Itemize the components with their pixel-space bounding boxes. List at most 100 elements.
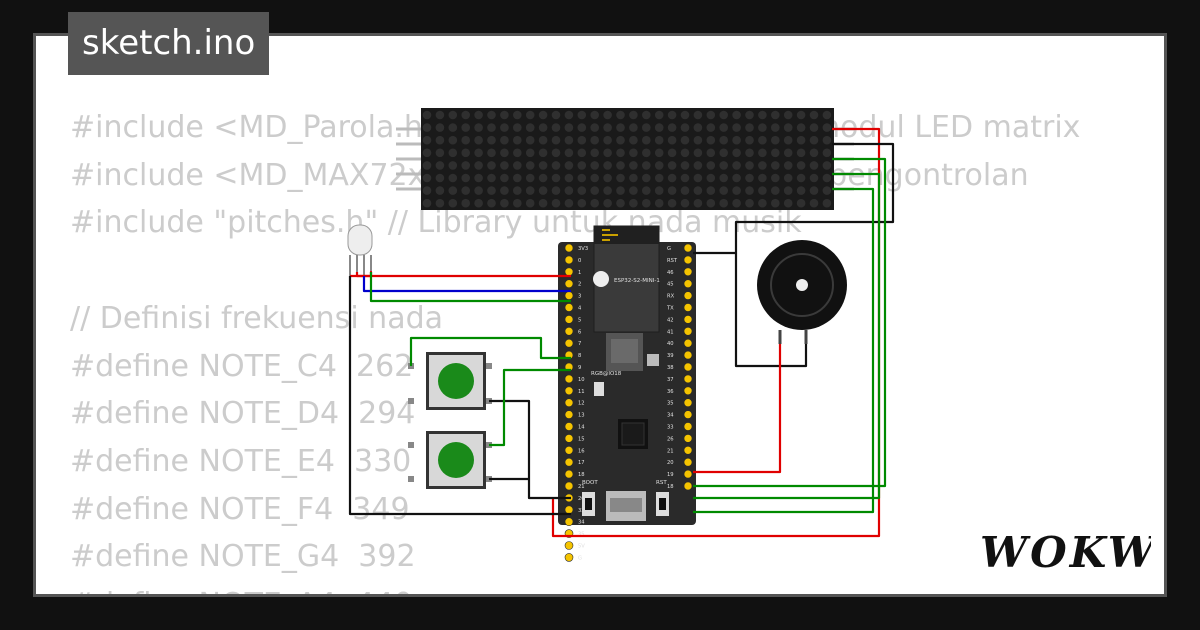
board-pin[interactable] xyxy=(564,303,574,312)
board-pin[interactable] xyxy=(683,279,693,288)
board-pin[interactable] xyxy=(564,386,574,396)
board-pin-label: 33 xyxy=(578,508,585,514)
code-line: #include "pitches.h" // Library untuk na… xyxy=(70,205,802,241)
code-line: #define NOTE_A4 440 xyxy=(70,581,1080,594)
board-pin[interactable] xyxy=(683,386,693,396)
board-pin[interactable] xyxy=(683,445,693,455)
board-pin[interactable] xyxy=(683,350,693,360)
board-pin[interactable] xyxy=(683,469,693,479)
board-pin[interactable] xyxy=(564,457,574,467)
rgb-led[interactable] xyxy=(347,224,373,276)
board-pin-label: 20 xyxy=(667,460,674,466)
board-pin[interactable] xyxy=(683,255,693,265)
wire-buzzer-signal xyxy=(693,344,782,474)
board-pin[interactable] xyxy=(564,553,574,562)
board-pin[interactable] xyxy=(564,267,574,277)
circuit-diagram: ESP32-S2-MINI-1 RGB@IO18 BOOT RST 3V3012… xyxy=(347,108,895,562)
board-pin-label: 10 xyxy=(578,377,585,383)
board-pin-label: 19 xyxy=(667,472,674,478)
board-pin-label: 34 xyxy=(667,413,674,419)
board-pin[interactable] xyxy=(564,338,574,348)
board-pin[interactable] xyxy=(564,326,574,336)
esp32-s2-board[interactable]: ESP32-S2-MINI-1 RGB@IO18 BOOT RST 3V3012… xyxy=(558,225,696,562)
board-pin[interactable] xyxy=(564,374,574,384)
board-pin-label: 0 xyxy=(578,258,581,264)
board-pin-label: 9 xyxy=(578,365,581,371)
wire-matrix-cs xyxy=(693,172,881,500)
board-pin-label: 21 xyxy=(578,484,585,490)
wire-led-b xyxy=(369,272,571,303)
code-line: #define NOTE_E4 330 xyxy=(70,443,412,479)
boot-button-label: BOOT xyxy=(582,480,598,486)
board-pin-label: 4 xyxy=(578,306,582,312)
board-pin-label: 42 xyxy=(667,317,674,323)
board-pin[interactable] xyxy=(683,267,693,277)
board-pin[interactable] xyxy=(683,457,693,467)
buzzer[interactable] xyxy=(757,240,847,344)
module-label: ESP32-S2-MINI-1 xyxy=(614,278,660,284)
board-pin[interactable] xyxy=(564,279,574,288)
wire-matrix-gnd xyxy=(693,142,895,255)
board-pin-label: 36 xyxy=(667,389,674,395)
board-pin[interactable] xyxy=(683,422,693,431)
board-pin-label: 18 xyxy=(667,484,674,490)
board-pin[interactable] xyxy=(683,243,693,253)
board-pin[interactable] xyxy=(564,505,574,515)
board-pin-label: 39 xyxy=(667,353,674,359)
boot-button[interactable]: BOOT xyxy=(582,480,598,516)
led-matrix[interactable] xyxy=(396,108,854,210)
board-pin[interactable] xyxy=(683,398,693,408)
board-pin[interactable] xyxy=(683,303,693,312)
board-pin[interactable] xyxy=(564,541,574,550)
wire-button2-signal xyxy=(489,368,571,447)
board-pin-label: RX xyxy=(667,294,675,300)
board-pin[interactable] xyxy=(564,315,574,324)
board-pin-label: 18 xyxy=(578,472,585,478)
board-pin[interactable] xyxy=(564,434,574,443)
board-pin-label: 16 xyxy=(578,448,585,454)
board-pin-label: 12 xyxy=(578,401,585,407)
board-pin[interactable] xyxy=(564,481,574,491)
board-pin[interactable] xyxy=(564,398,574,408)
board-pin[interactable] xyxy=(683,291,693,300)
board-pin[interactable] xyxy=(683,338,693,348)
code-line: // Definisi frekuensi nada xyxy=(70,300,444,336)
wire-led-g xyxy=(362,276,571,293)
board-pin-label: 2 xyxy=(578,282,581,288)
wire-matrix-vcc xyxy=(551,127,881,538)
code-line: #define NOTE_C4 262 xyxy=(70,348,414,384)
board-pin[interactable] xyxy=(683,481,693,491)
board-pin-label: 35 xyxy=(578,532,585,538)
board-pin[interactable] xyxy=(564,410,574,419)
board-pin[interactable] xyxy=(564,445,574,455)
wokwi-logo-text: WOKWI xyxy=(980,528,1151,577)
board-pin-label: 1 xyxy=(578,270,581,276)
board-pin[interactable] xyxy=(683,362,693,372)
push-button-2[interactable] xyxy=(408,431,492,489)
rst-button[interactable]: RST xyxy=(656,480,669,516)
board-pin[interactable] xyxy=(683,410,693,419)
board-pin[interactable] xyxy=(564,255,574,265)
board-pin-label: 40 xyxy=(667,341,674,347)
board-pin-label: 35 xyxy=(667,401,674,407)
board-pin[interactable] xyxy=(564,517,574,527)
board-pin[interactable] xyxy=(564,243,574,253)
board-pin[interactable] xyxy=(683,374,693,384)
board-pin-label: 11 xyxy=(578,389,585,395)
board-pin[interactable] xyxy=(683,315,693,324)
board-pin[interactable] xyxy=(564,469,574,479)
board-pin-label: 5 xyxy=(578,317,581,323)
board-pin-label: 13 xyxy=(578,413,585,419)
board-pin-label: 26 xyxy=(578,496,585,502)
board-pin-label: 37 xyxy=(667,377,674,383)
wire-button1-signal xyxy=(409,336,571,366)
board-pin-label: 8 xyxy=(578,353,581,359)
board-pin[interactable] xyxy=(564,291,574,300)
board-pin[interactable] xyxy=(683,326,693,336)
push-button-1[interactable] xyxy=(408,352,492,410)
wokwi-logo: WOKWI xyxy=(980,528,1151,577)
code-line: #define NOTE_D4 294 xyxy=(70,396,416,432)
board-pin[interactable] xyxy=(564,422,574,431)
board-pin[interactable] xyxy=(683,434,693,443)
wire-led-common xyxy=(348,276,571,516)
